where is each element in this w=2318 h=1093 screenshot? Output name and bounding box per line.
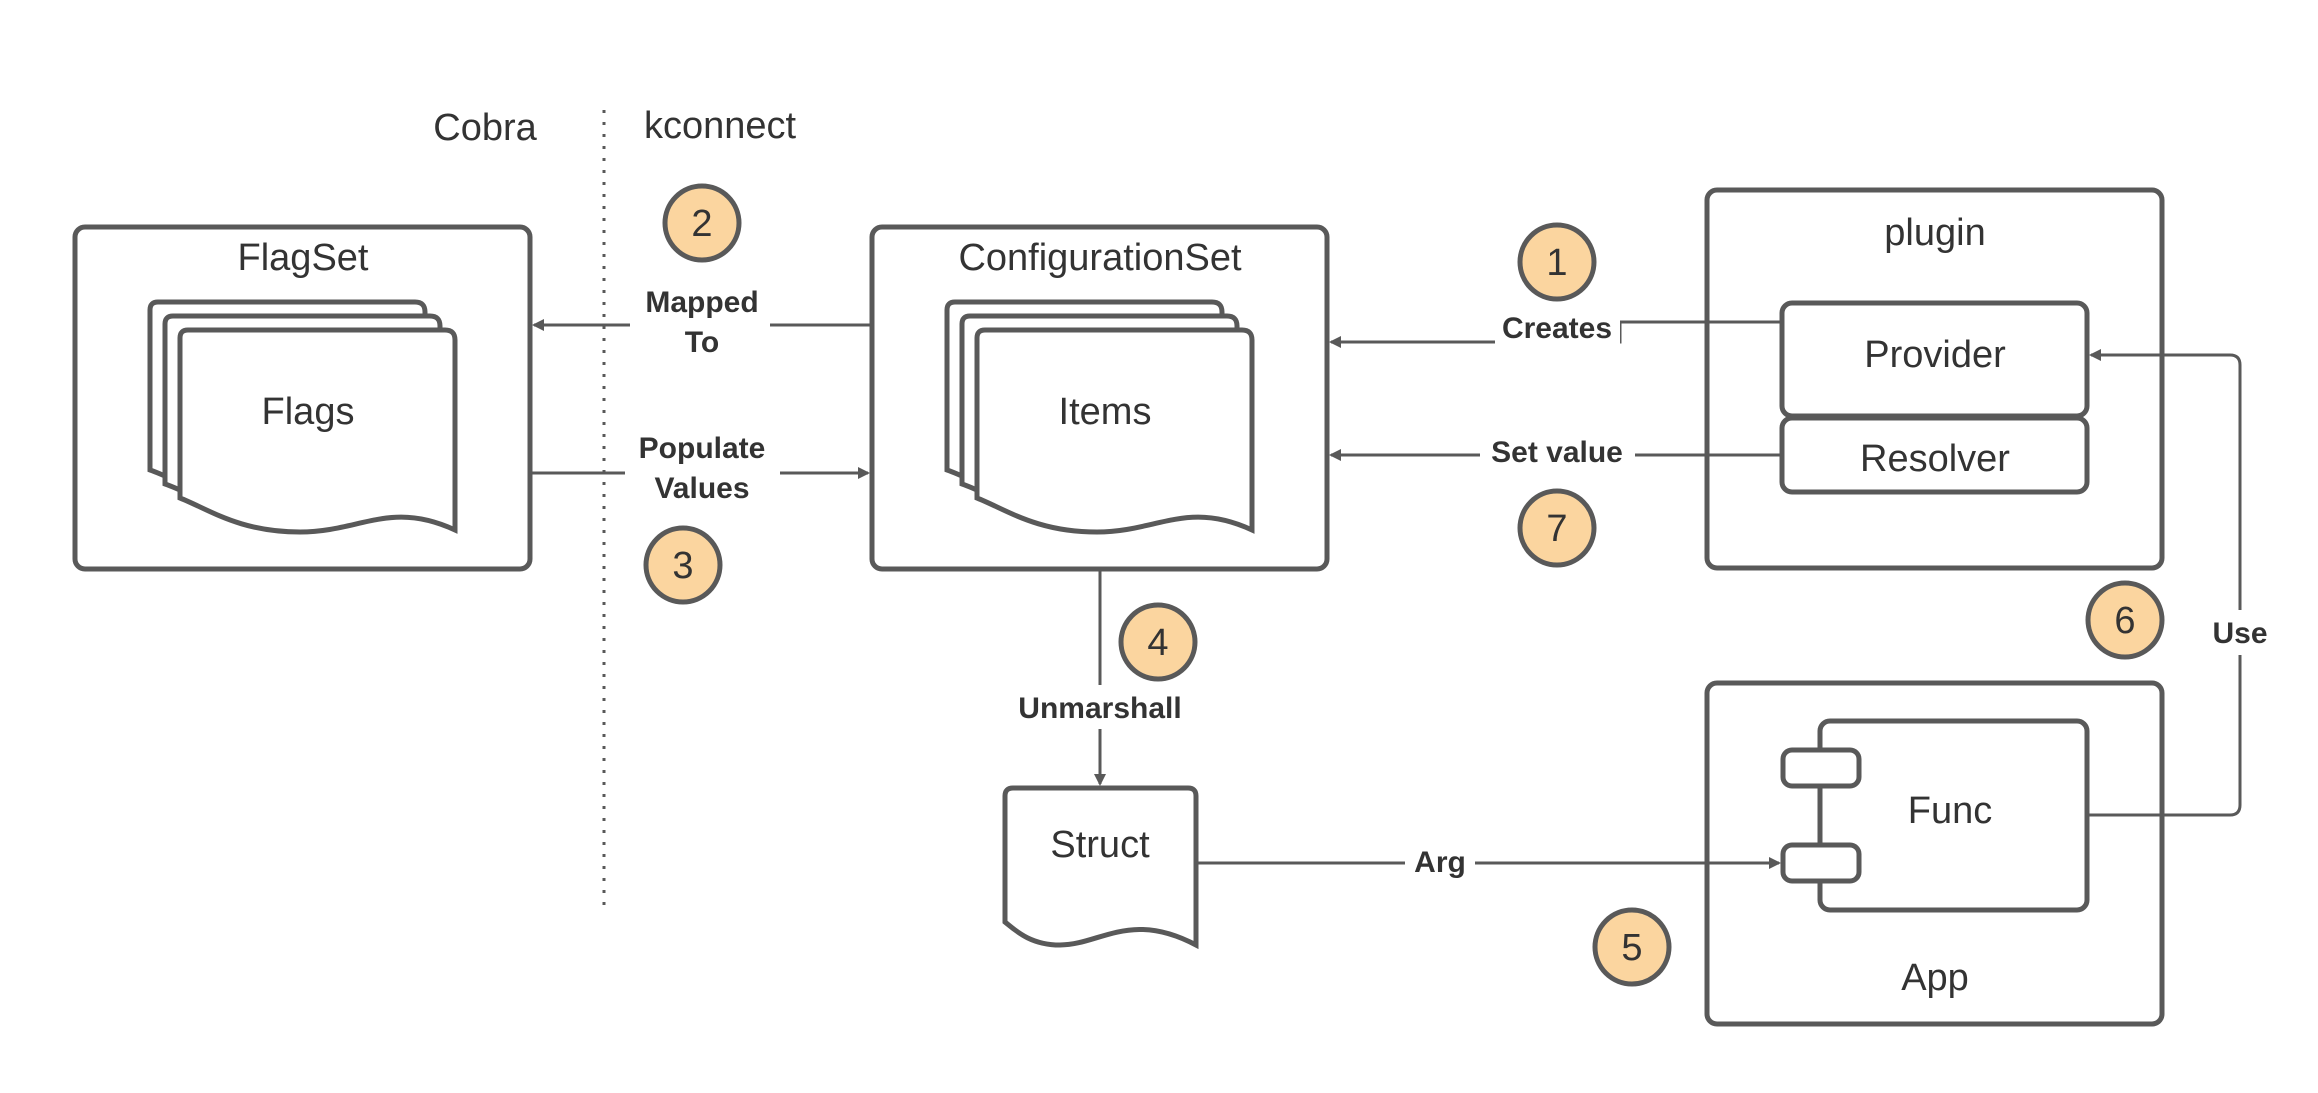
edge-label-creates: Creates (1502, 312, 1612, 345)
func-label: Func (1908, 790, 1992, 832)
flagset-title: FlagSet (238, 237, 369, 279)
svg-text:5: 5 (1621, 927, 1642, 969)
section-label-kconnect: kconnect (644, 105, 797, 147)
edge-creates: Creates (1329, 308, 1782, 348)
edge-mapped-to: Mapped To (532, 278, 872, 362)
edge-arg: Arg (1196, 843, 1781, 883)
func-port-top (1780, 747, 1862, 789)
svg-text:2: 2 (691, 203, 712, 245)
flags-document-stack (147, 299, 458, 535)
configurationset-title: ConfigurationSet (958, 237, 1242, 279)
edge-use: Use (2087, 349, 2280, 817)
edge-populate-values: Populate Values (530, 428, 870, 512)
edge-label-values: Values (654, 472, 749, 505)
struct-node: Struct (1002, 785, 1199, 950)
svg-text:6: 6 (2114, 600, 2135, 642)
plugin-node: plugin Provider Resolver (1704, 187, 2165, 571)
edge-label-populate: Populate (639, 432, 766, 465)
plugin-title: plugin (1884, 212, 1985, 254)
step-badge-5: 5 (1592, 907, 1672, 987)
app-title: App (1901, 957, 1969, 999)
svg-text:7: 7 (1546, 508, 1567, 550)
step-badge-3: 3 (643, 525, 723, 605)
edge-label-unmarshall: Unmarshall (1018, 692, 1181, 725)
resolver-label: Resolver (1860, 438, 2010, 480)
provider-label: Provider (1864, 334, 2006, 376)
svg-text:3: 3 (672, 545, 693, 587)
edge-set-value: Set value (1329, 432, 1782, 472)
flagset-node: FlagSet Flags (72, 224, 533, 572)
section-label-cobra: Cobra (433, 107, 537, 149)
items-document-stack (944, 299, 1255, 535)
step-badge-6: 6 (2085, 580, 2165, 660)
flags-label: Flags (262, 391, 355, 433)
svg-text:1: 1 (1546, 242, 1567, 284)
edge-label-use: Use (2212, 617, 2267, 650)
edge-unmarshall: Unmarshall (1005, 569, 1195, 786)
func-port-bottom (1780, 842, 1862, 884)
app-node: Func App (1704, 680, 2165, 1027)
step-badge-2: 2 (662, 183, 742, 263)
configurationset-node: ConfigurationSet Items (869, 224, 1330, 572)
edge-label-mapped: Mapped (645, 286, 758, 319)
edge-label-to: To (685, 326, 719, 359)
step-badge-4: 4 (1118, 602, 1198, 682)
items-label: Items (1059, 391, 1152, 433)
edge-label-set-value: Set value (1491, 436, 1623, 469)
struct-label: Struct (1050, 824, 1150, 866)
step-badge-1: 1 (1517, 222, 1597, 302)
svg-text:4: 4 (1147, 622, 1168, 664)
step-badge-7: 7 (1517, 488, 1597, 568)
edge-label-arg: Arg (1414, 846, 1466, 879)
